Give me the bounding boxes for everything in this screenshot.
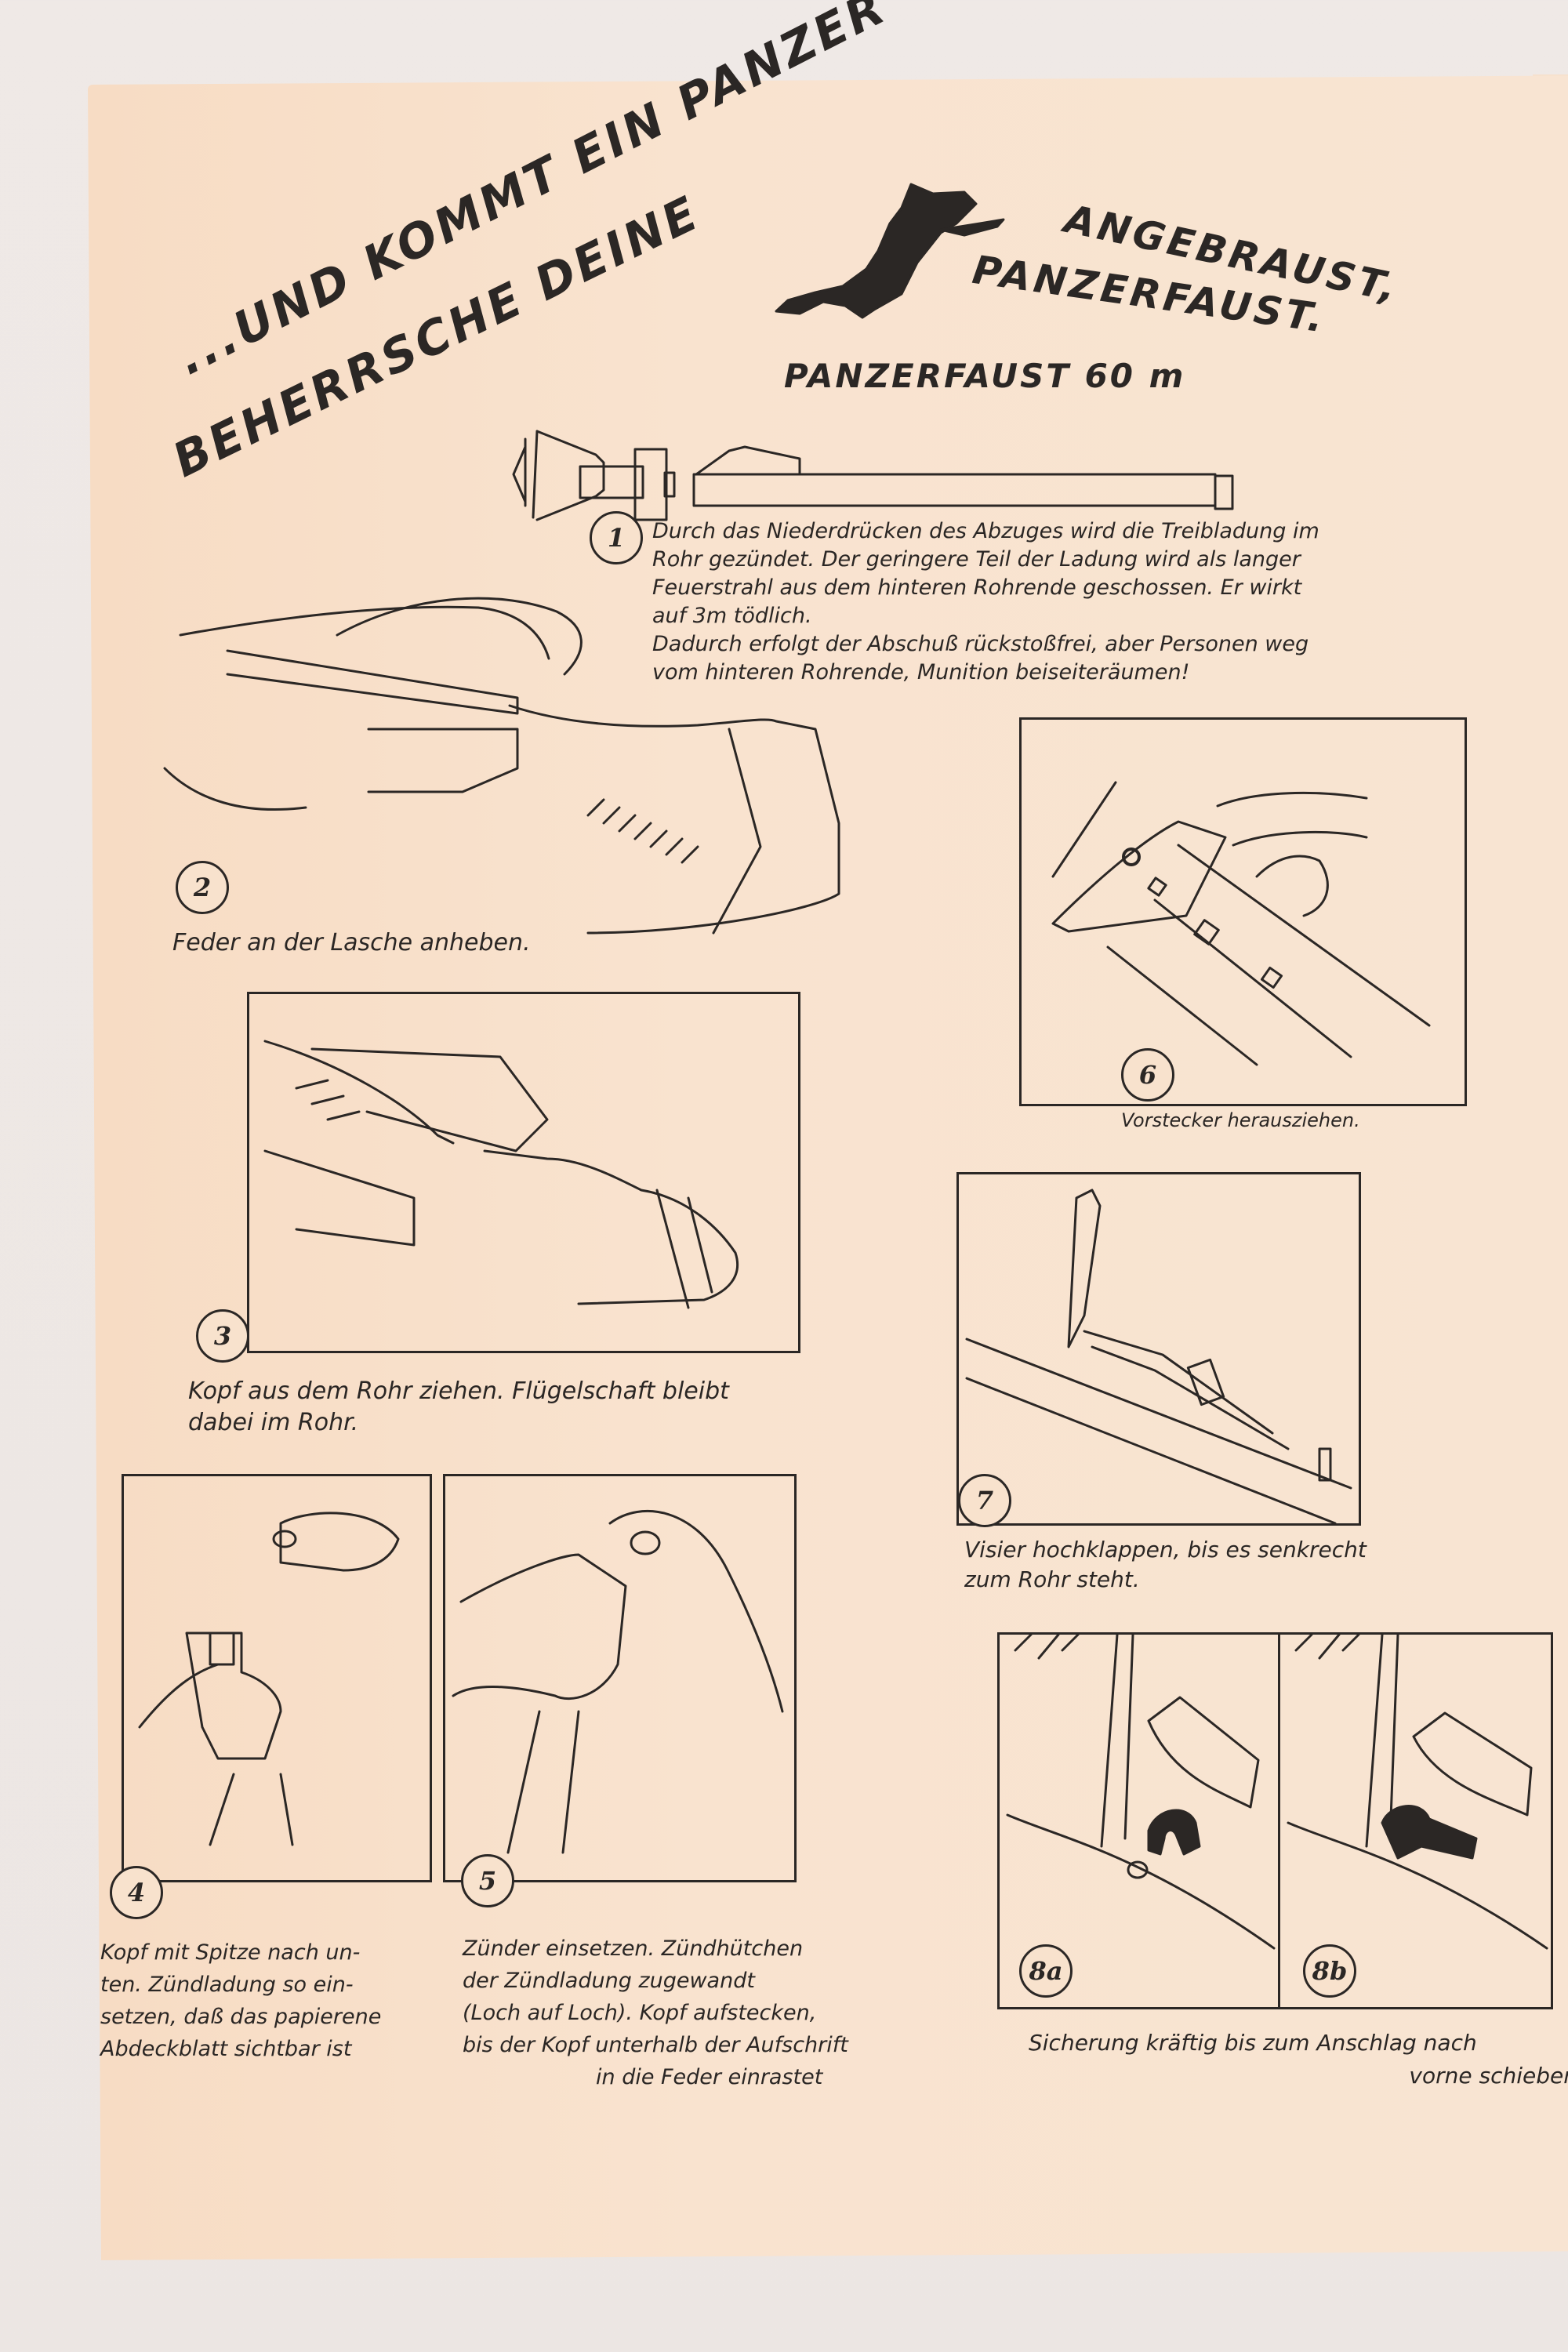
step-2-illustration [163,597,840,935]
step-3-caption-line: Kopf aus dem Rohr ziehen. Flügelschaft b… [188,1377,729,1405]
step-4-caption-line: Kopf mit Spitze nach un- [100,1940,361,1965]
panzerfaust-exploded-diagram [512,430,1234,521]
step-7-number-badge: 7 [958,1474,1011,1527]
step-6-caption: Vorstecker herausziehen. [1121,1109,1360,1131]
step-3-panel [247,992,800,1353]
step-2-caption: Feder an der Lasche anheben. [172,929,531,956]
step-7-illustration [965,1189,1352,1525]
step-4-panel [122,1474,432,1882]
step-5-caption-line: bis der Kopf unterhalb der Aufschrift [463,2033,848,2057]
step-8b-illustration [1287,1633,1548,1950]
weapon-title: PANZERFAUST 60 m [784,357,1186,395]
step-5-panel [443,1474,797,1882]
step-4-caption-line: ten. Zündladung so ein- [100,1973,354,1997]
step-5-caption-line: (Loch auf Loch). Kopf aufstecken, [463,2001,817,2025]
step-8a-number-badge: 8a [1019,1944,1073,1998]
step-5-caption-line: in die Feder einrastet [596,2065,823,2089]
step-2-number-badge: 2 [176,861,229,914]
step-6-illustration [1051,781,1431,1066]
step-7-caption-line: Visier hochklappen, bis es senkrecht [964,1537,1367,1563]
step-1-line: Durch das Niederdrücken des Abzuges wird… [652,519,1319,543]
tank-silhouette-icon [775,183,1005,319]
step-1-line: auf 3m tödlich. [652,604,812,628]
step-5-illustration [452,1509,784,1854]
step-8-caption-line: Sicherung kräftig bis zum Anschlag nach [1029,2030,1477,2056]
step-8b-number-badge: 8b [1303,1944,1356,1998]
step-8-caption: Sicherung kräftig bis zum Anschlag nach … [1029,2027,1568,2092]
step-1-number-badge: 1 [590,511,643,564]
step-1-line: vom hinteren Rohrende, Munition beiseite… [652,660,1190,684]
step-3-caption: Kopf aus dem Rohr ziehen. Flügelschaft b… [188,1376,729,1439]
step-1-line: Feuerstrahl aus dem hinteren Rohrende ge… [652,575,1302,600]
step-7-panel [956,1172,1361,1526]
step-5-caption-line: Zünder einsetzen. Zündhütchen [463,1936,804,1961]
step-5-number-badge: 5 [461,1854,514,1907]
step-3-number-badge: 3 [196,1309,249,1363]
step-4-caption: Kopf mit Spitze nach un- ten. Zündladung… [100,1936,381,2065]
step-6-number-badge: 6 [1121,1048,1174,1102]
step-4-illustration [138,1512,400,1846]
step-8b-panel [1278,1632,1553,2009]
step-7-caption-line: zum Rohr steht. [964,1566,1140,1592]
step-1-text: Durch das Niederdrücken des Abzuges wird… [652,517,1319,687]
step-5-caption-line: der Zündladung zugewandt [463,1969,755,1993]
step-5-caption: Zünder einsetzen. Zündhütchen der Zündla… [463,1933,848,2093]
step-1-line: Rohr gezündet. Der geringere Teil der La… [652,547,1301,572]
step-1-line-warning: Dadurch erfolgt der Abschuß rückstoßfrei… [652,632,1309,656]
step-3-illustration [263,1040,739,1309]
step-4-caption-line: Abdeckblatt sichtbar ist [100,2037,352,2061]
step-8-caption-line: vorne schieben [1409,2063,1568,2089]
step-6-panel [1019,717,1467,1106]
step-4-number-badge: 4 [110,1866,163,1919]
step-4-caption-line: setzen, daß das papierene [100,2005,382,2029]
step-3-caption-line: dabei im Rohr. [188,1409,359,1436]
step-7-caption: Visier hochklappen, bis es senkrecht zum… [964,1535,1367,1595]
step-8a-illustration [1006,1633,1276,1950]
